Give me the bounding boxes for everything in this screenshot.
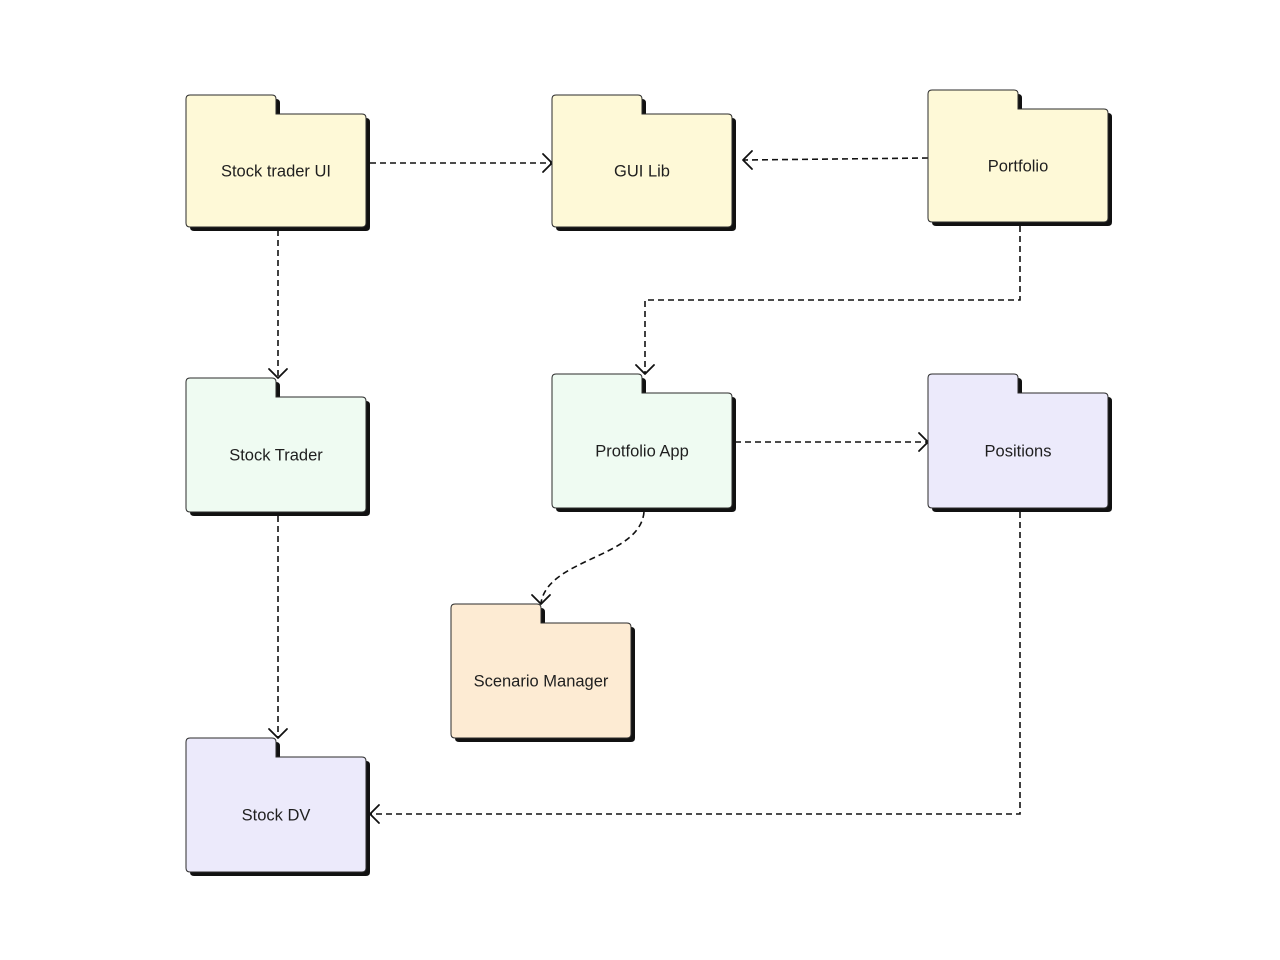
package-folder-icon [450,603,632,739]
package-positions[interactable]: Positions [927,373,1112,512]
dependency-line [644,226,1021,373]
dependency-line [540,511,645,604]
dependency-stock-trader-ui-to-stock-trader [268,230,288,379]
arrowhead-icon [268,728,288,739]
package-gui-lib[interactable]: GUI Lib [551,94,736,231]
package-folder-icon [551,373,733,509]
package-folder-icon [185,737,367,873]
dependency-stock-trader-to-stock-dv [268,516,288,739]
arrowhead-icon [531,594,551,605]
package-protfolio-app[interactable]: Protfolio App [551,373,736,512]
dependency-portfolio-to-gui-lib [742,150,929,170]
package-folder-icon [185,377,367,513]
dependency-portfolio-to-protfolio-app [635,226,1021,375]
dependency-protfolio-app-to-scenario-manager [531,511,645,605]
dependency-line [371,512,1021,815]
package-stock-dv[interactable]: Stock DV [185,737,370,876]
package-label: Stock Trader [229,447,323,465]
package-portfolio[interactable]: Portfolio [927,89,1112,226]
arrowhead-icon [268,368,288,379]
dependency-edges [268,150,1021,824]
package-scenario-manager[interactable]: Scenario Manager [450,603,635,742]
package-stock-trader-ui[interactable]: Stock trader UI [185,94,370,231]
package-label: GUI Lib [614,163,670,181]
package-label: Scenario Manager [474,673,609,691]
package-stock-trader[interactable]: Stock Trader [185,377,370,516]
arrowhead-icon [742,150,753,170]
package-label: Protfolio App [595,443,689,461]
package-label: Portfolio [988,158,1049,176]
package-label: Positions [985,443,1052,461]
dependency-line [743,157,929,161]
package-label: Stock trader UI [221,163,331,181]
package-folder-icon [551,94,733,228]
package-folder-icon [927,89,1109,223]
package-folder-icon [927,373,1109,509]
dependency-stock-trader-ui-to-gui-lib [370,153,553,173]
package-label: Stock DV [242,807,311,825]
dependency-protfolio-app-to-positions [735,432,929,452]
arrowhead-icon [635,364,655,375]
package-folder-icon [185,94,367,228]
